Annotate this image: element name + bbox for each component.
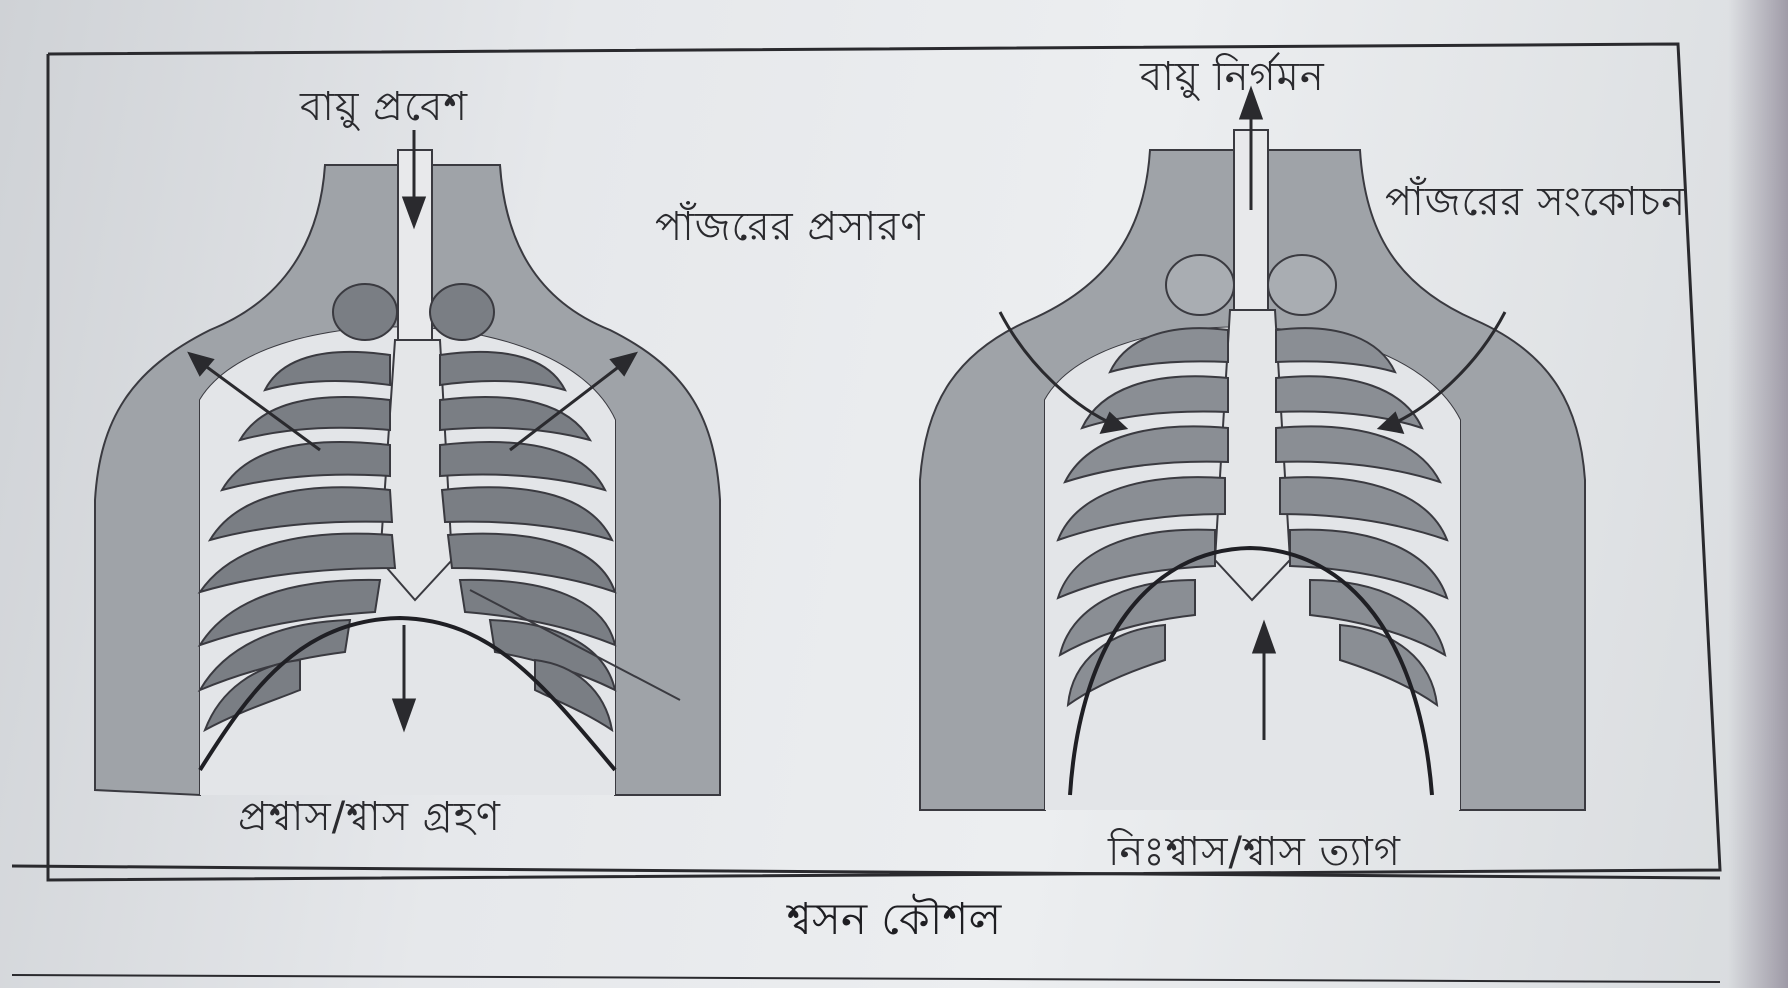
- lung-top-right: [430, 284, 494, 340]
- lung-top-right: [1268, 255, 1336, 315]
- lung-top-left: [1166, 255, 1234, 315]
- lung-top-left: [333, 284, 397, 340]
- inhalation-label: প্রশ্বাস/শ্বাস গ্রহণ: [238, 785, 501, 852]
- rib-contraction-label: পাঁজরের সংকোচন: [1385, 170, 1686, 237]
- page-edge-shadow: [1728, 0, 1788, 988]
- figure-caption: শ্বসন কৌশল: [0, 886, 1788, 959]
- inhalation-diagram: [95, 130, 720, 795]
- exhalation-label: নিঃশ্বাস/শ্বাস ত্যাগ: [1108, 820, 1401, 887]
- air-in-label: বায়ু প্রবেশ: [300, 75, 468, 142]
- air-out-label: বায়ু নির্গমন: [1140, 45, 1325, 112]
- caption-divider-bottom: [12, 975, 1720, 982]
- rib-expansion-label: পাঁজরের প্রসারণ: [655, 195, 925, 262]
